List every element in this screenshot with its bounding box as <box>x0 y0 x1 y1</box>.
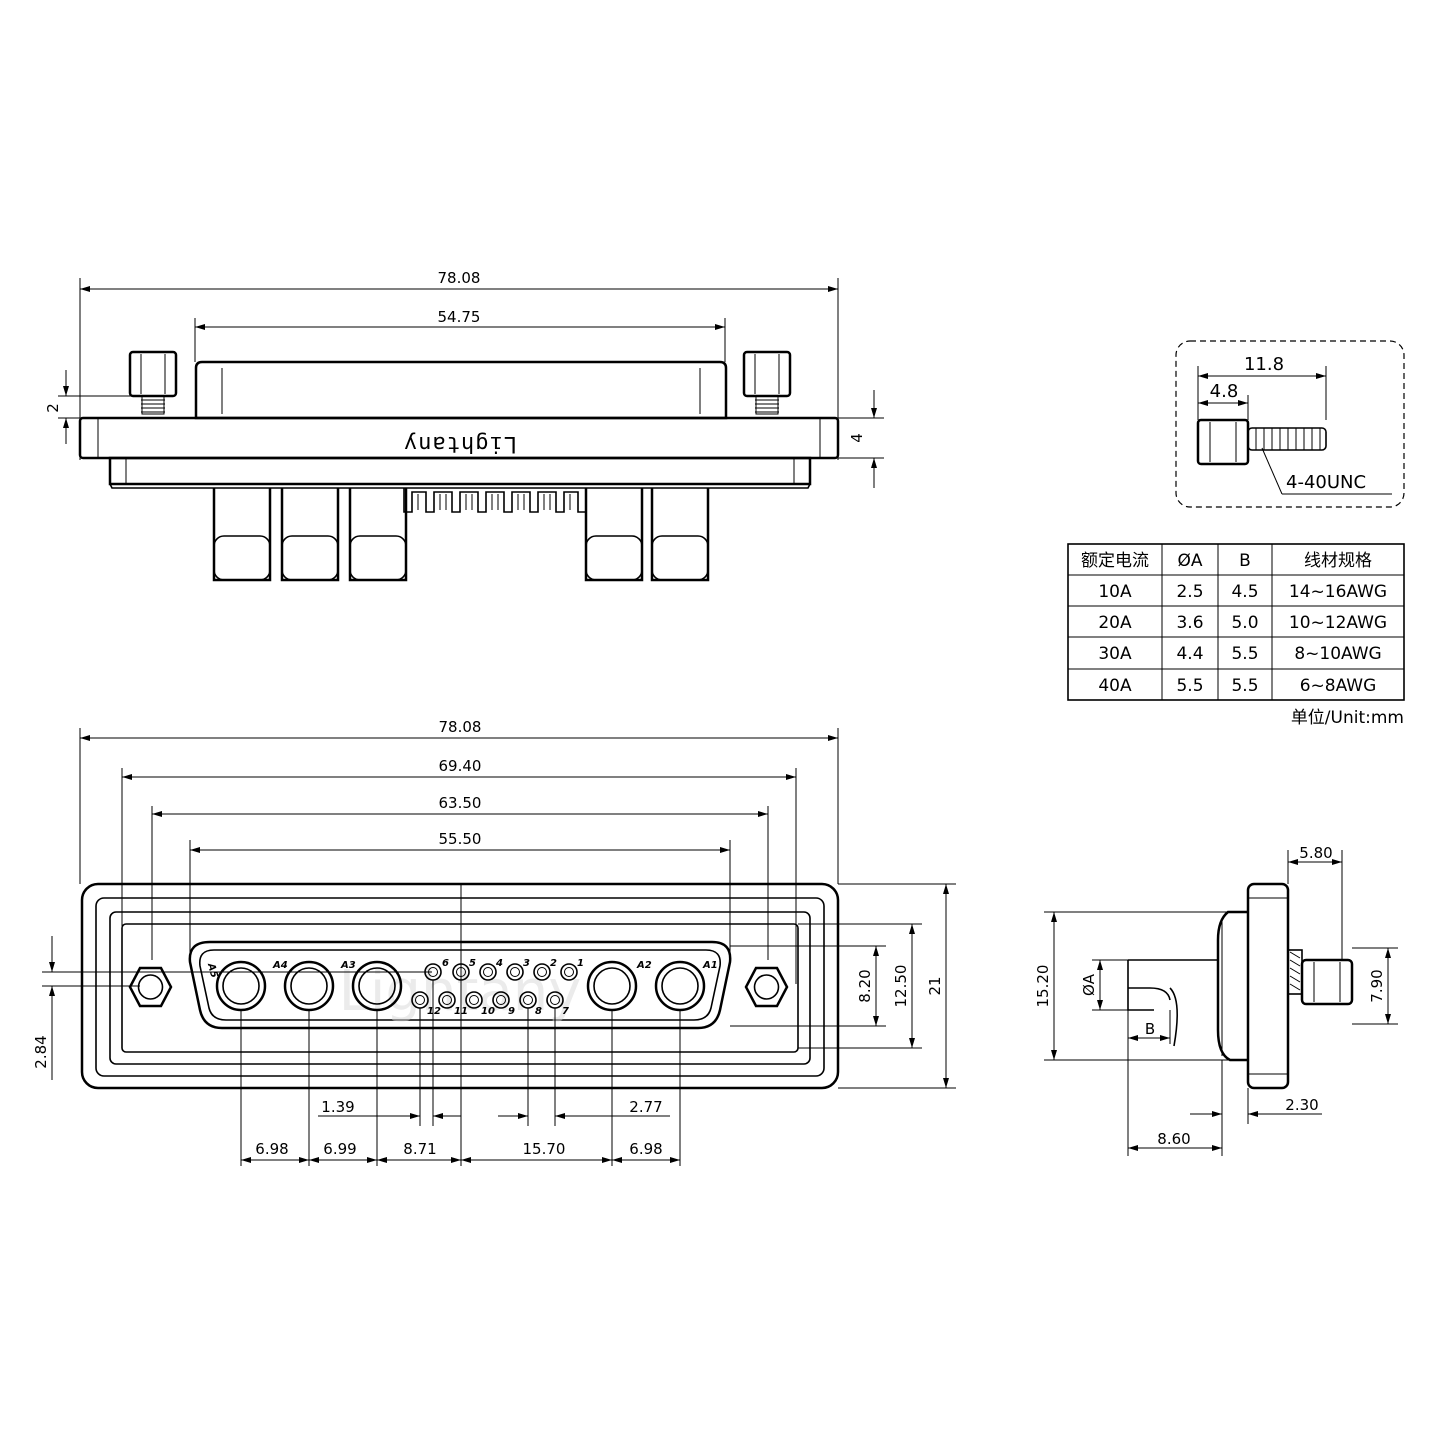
pin-label: 2 <box>550 958 557 969</box>
side-dim-580: 5.80 <box>1299 844 1332 862</box>
front-dim-139: 1.39 <box>321 1098 354 1116</box>
right-mount-hole <box>744 966 789 1008</box>
top-shell-width: 54.75 <box>438 308 481 326</box>
screw-head: 4.8 <box>1210 381 1239 402</box>
table-header-b: B <box>1239 551 1251 571</box>
table-cell: 3.6 <box>1176 613 1203 633</box>
pitch-a5-a4: 6.98 <box>255 1140 288 1158</box>
table-cell: 10A <box>1098 582 1132 602</box>
screw-length: 11.8 <box>1244 354 1284 375</box>
front-overall-width: 78.08 <box>439 718 482 736</box>
side-dim-230: 2.30 <box>1285 1096 1318 1114</box>
table-cell: 4.5 <box>1231 582 1258 602</box>
top-flange-thickness: 4 <box>848 433 866 443</box>
spec-table: 额定电流 ØA B 线材规格 10A 2.5 4.5 14~16AWG 20A … <box>1067 543 1405 728</box>
front-dim-6350: 63.50 <box>439 794 482 812</box>
signal-contacts-top: 6 5 4 3 2 1 <box>424 958 584 981</box>
pin-label: 5 <box>469 958 476 969</box>
table-header-current: 额定电流 <box>1081 551 1149 571</box>
brand-mark: Lightany <box>403 431 517 456</box>
pin-label: A3 <box>340 960 356 971</box>
brand-watermark: Lightany <box>339 959 582 1024</box>
power-contact-a1: A1 <box>654 960 718 1012</box>
pin-label: A4 <box>272 960 288 971</box>
pin-label: 3 <box>523 958 530 969</box>
pitch-a4-a3: 6.99 <box>323 1140 356 1158</box>
pin-label: 4 <box>495 958 503 969</box>
pin-label: 10 <box>481 1006 495 1017</box>
side-view: 5.80 7.90 15.20 ØA B 2.30 8.60 <box>1034 844 1398 1156</box>
screw-detail: 11.8 4.8 4-40UNC <box>1175 340 1405 508</box>
table-cell: 5.5 <box>1176 676 1203 696</box>
power-contact-tails <box>212 488 710 582</box>
signal-contact-tails <box>403 488 586 513</box>
table-header-diameter: ØA <box>1177 551 1202 571</box>
pin-label: A1 <box>702 960 718 971</box>
front-height-820: 8.20 <box>856 969 874 1002</box>
pin-label: 8 <box>535 1006 542 1017</box>
power-contact-a5: A5 <box>205 960 267 1012</box>
front-height-1250: 12.50 <box>892 965 910 1008</box>
front-height-total: 21 <box>926 976 944 995</box>
table-cell: 6~8AWG <box>1300 676 1377 696</box>
table-cell: 5.0 <box>1231 613 1258 633</box>
pin-label: A5 <box>205 961 220 979</box>
front-hole-spacing: 69.40 <box>439 757 482 775</box>
table-cell: 10~12AWG <box>1289 613 1387 633</box>
table-cell: 4.4 <box>1176 644 1203 664</box>
front-offset-284: 2.84 <box>32 1035 50 1068</box>
top-screw-protrusion: 2 <box>44 403 62 413</box>
power-contact-a4: A4 <box>272 960 335 1012</box>
top-overall-width: 78.08 <box>438 269 481 287</box>
table-header-wire: 线材规格 <box>1304 551 1372 571</box>
side-dim-860: 8.60 <box>1157 1130 1190 1148</box>
side-dim-1520: 15.20 <box>1034 965 1052 1008</box>
unit-note: 单位/Unit:mm <box>1291 708 1404 728</box>
front-view: 78.08 69.40 63.50 55.50 Lightany <box>32 718 956 1166</box>
pin-label: 1 <box>577 958 584 969</box>
pin-label: 6 <box>442 958 449 969</box>
left-mount-hole <box>128 966 173 1008</box>
table-cell: 40A <box>1098 676 1132 696</box>
table-cell: 8~10AWG <box>1294 644 1381 664</box>
table-cell: 5.5 <box>1231 676 1258 696</box>
table-cell: 2.5 <box>1176 582 1203 602</box>
pin-label: 9 <box>508 1006 515 1017</box>
thread-spec: 4-40UNC <box>1286 472 1366 493</box>
pin-label: A2 <box>636 960 652 971</box>
pitch-center-a2: 15.70 <box>523 1140 566 1158</box>
table-cell: 20A <box>1098 613 1132 633</box>
pin-label: 12 <box>427 1006 441 1017</box>
table-cell: 30A <box>1098 644 1132 664</box>
top-view: 78.08 54.75 Lightany <box>44 269 884 582</box>
pitch-a2-a1: 6.98 <box>629 1140 662 1158</box>
power-contact-a2: A2 <box>586 960 652 1012</box>
table-cell: 5.5 <box>1231 644 1258 664</box>
side-b-label: B <box>1145 1020 1155 1038</box>
table-cell: 14~16AWG <box>1289 582 1387 602</box>
pitch-a3-center: 8.71 <box>403 1140 436 1158</box>
side-dim-790: 7.90 <box>1368 969 1386 1002</box>
front-dim-5550: 55.50 <box>439 830 482 848</box>
pin-label: 7 <box>562 1006 569 1017</box>
side-dia-label: ØA <box>1080 973 1098 996</box>
front-dim-277: 2.77 <box>629 1098 662 1116</box>
